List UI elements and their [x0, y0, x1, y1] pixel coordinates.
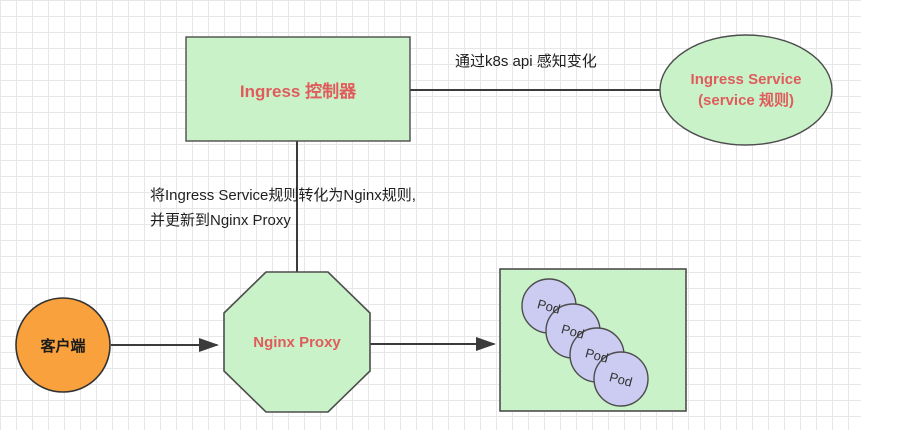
client-node — [15, 297, 111, 393]
ingress-service-node — [659, 34, 833, 146]
pod-circle — [593, 351, 649, 407]
nginx-proxy-node — [223, 271, 371, 413]
ingress-controller-node — [185, 36, 411, 142]
